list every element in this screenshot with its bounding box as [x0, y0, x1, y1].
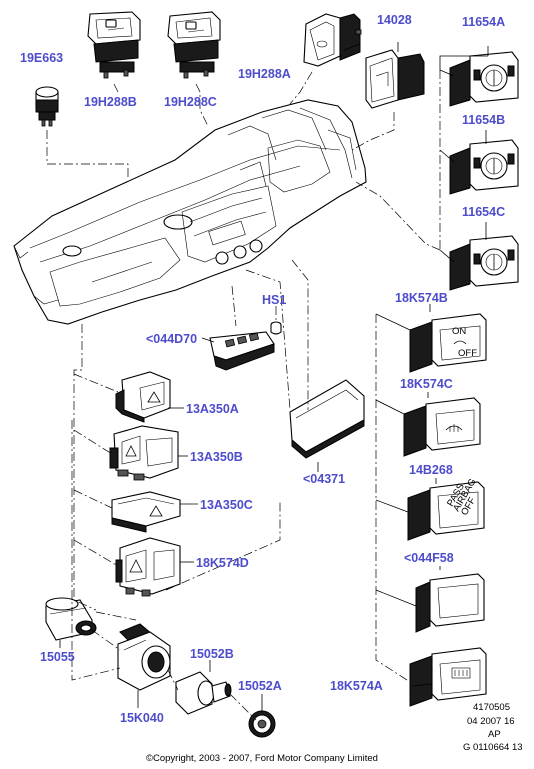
label-13A350C: 13A350C — [200, 498, 253, 512]
drawing-date: 04 2007 16 — [467, 716, 515, 727]
part-18K574A-heated-screen-switch — [409, 647, 487, 707]
part-labels: 19E663 19H288B 19H288C 19H288A 14028 116… — [20, 13, 505, 725]
label-14028: 14028 — [377, 13, 412, 27]
part-11654B-headlamp-switch — [449, 139, 519, 195]
part-19H288B-switch — [87, 11, 141, 79]
part-14028-switch — [365, 49, 425, 109]
part-13A350B-switch-pack — [109, 425, 179, 481]
leader-lines — [46, 42, 489, 721]
part-18K574C-defrost-switch — [403, 397, 481, 457]
label-13A350A: 13A350A — [186, 402, 239, 416]
label-18K574D: 18K574D — [196, 556, 249, 570]
drawing-number: 4170505 — [473, 702, 510, 713]
label-15055: 15055 — [40, 650, 75, 664]
label-11654A: 11654A — [462, 15, 505, 29]
part-13A350C-switch-pack — [111, 491, 181, 533]
part-15052A-cap — [248, 710, 276, 738]
copyright-text: ©Copyright, 2003 - 2007, Ford Motor Comp… — [146, 753, 378, 764]
label-18K574A: 18K574A — [330, 679, 383, 693]
part-HS1-screw — [270, 321, 282, 335]
drawing-reference: 4170505 04 2007 16 AP G 0110664 13 — [463, 702, 523, 753]
esp-on-text: ON — [452, 326, 466, 337]
part-15K040-socket-bezel — [117, 623, 171, 691]
label-15052A: 15052A — [238, 679, 282, 693]
part-044F58-blank-panel — [415, 573, 485, 633]
label-19H288B: 19H288B — [84, 95, 137, 109]
label-14B268: 14B268 — [409, 463, 453, 477]
drawing-region: AP — [488, 729, 501, 740]
label-04371: <04371 — [303, 472, 345, 486]
label-044D70: <044D70 — [146, 332, 197, 346]
label-19H288A: 19H288A — [238, 67, 291, 81]
label-19E663: 19E663 — [20, 51, 63, 65]
label-15052B: 15052B — [190, 647, 234, 661]
label-18K574C: 18K574C — [400, 377, 453, 391]
label-15K040: 15K040 — [120, 711, 164, 725]
drawing-code: G 0110664 13 — [463, 742, 523, 753]
part-11654C-headlamp-switch — [449, 235, 519, 291]
label-HS1: HS1 — [262, 293, 286, 307]
part-14B268-airbag-switch: PASS AIRBAG OFF — [407, 477, 485, 541]
part-18K574D-switch-pack — [115, 537, 181, 597]
label-11654B: 11654B — [462, 113, 505, 127]
label-19H288C: 19H288C — [164, 95, 217, 109]
part-11654A-headlamp-switch — [449, 51, 519, 107]
part-18K574B-esp-switch: ON OFF — [409, 313, 487, 373]
esp-off-text: OFF — [458, 348, 477, 359]
part-044D70-switch-pack — [209, 331, 275, 371]
label-18K574B: 18K574B — [395, 291, 448, 305]
part-13A350A-hazard-switch — [115, 371, 171, 423]
instrument-panel — [13, 99, 367, 325]
part-04371-panel — [289, 379, 365, 459]
part-19H288A-switch — [303, 13, 362, 67]
part-19H288C-switch — [167, 11, 221, 79]
label-13A350B: 13A350B — [190, 450, 243, 464]
part-15052B-plug — [175, 671, 232, 715]
part-15055-socket — [45, 597, 97, 641]
part-19E663-switch — [35, 86, 59, 127]
label-044F58: <044F58 — [404, 551, 454, 565]
label-11654C: 11654C — [462, 205, 505, 219]
